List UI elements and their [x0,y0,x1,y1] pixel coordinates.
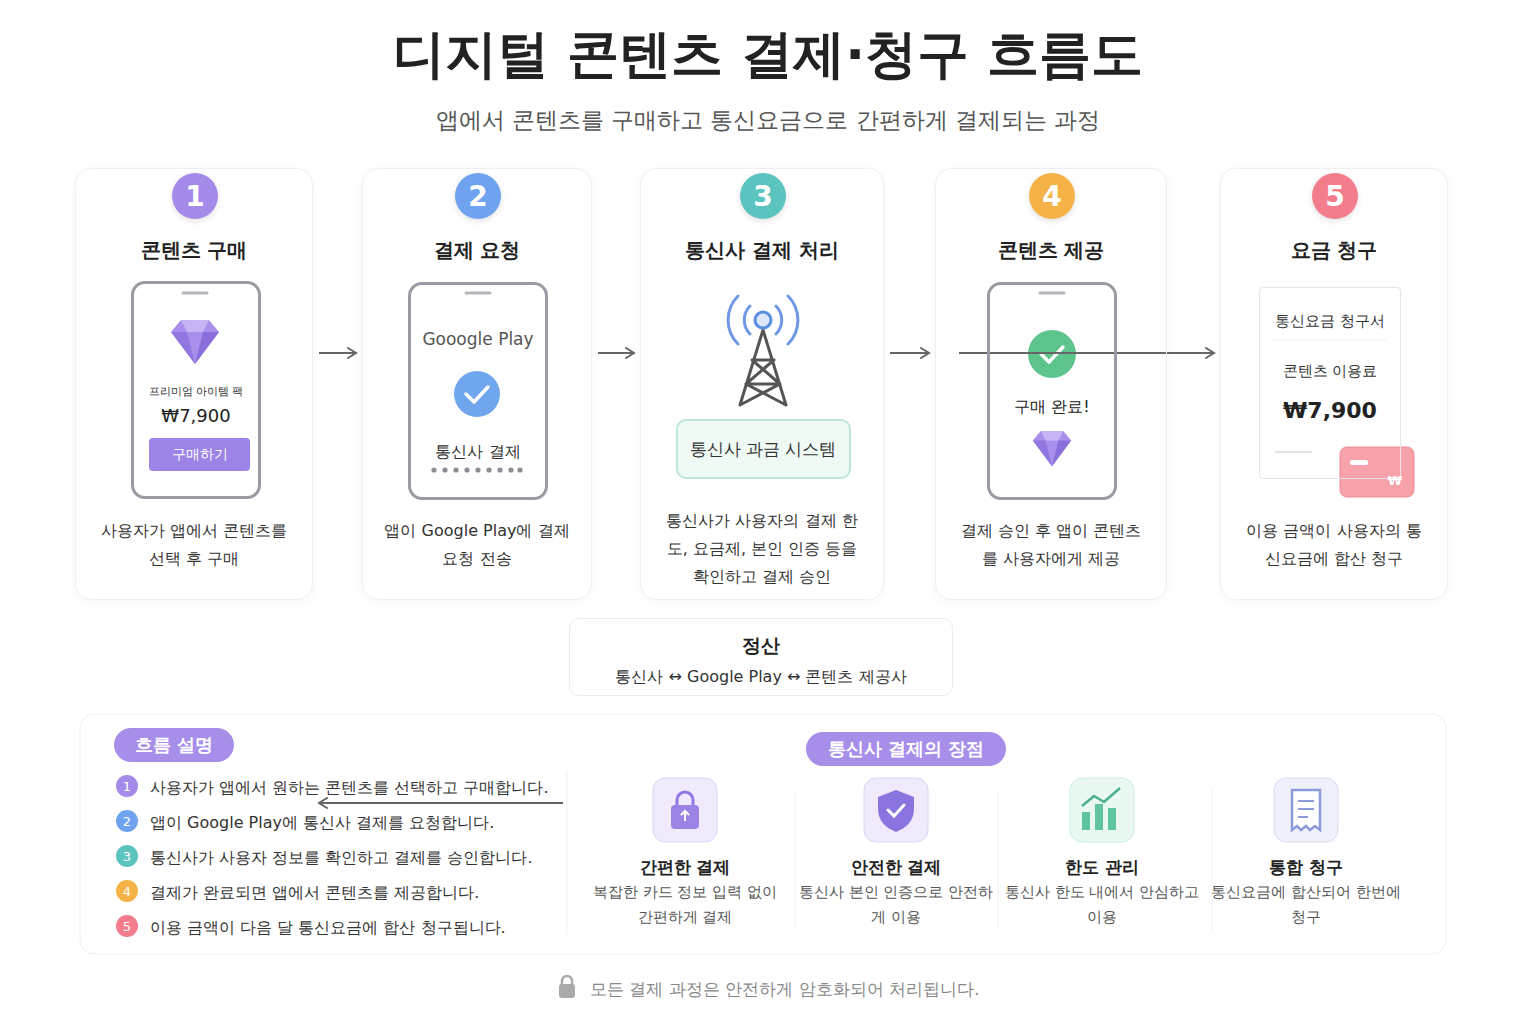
node-text: 정산 [580,629,942,662]
node-text: 1 [185,180,204,213]
flow-arrow [959,352,1214,354]
node-text: 구매하기 [172,446,228,464]
list-number: 2 [116,810,138,832]
benefit-desc: 복잡한 카드 정보 입력 없이 간편하게 결제 [585,880,785,930]
dividers [567,770,1212,935]
flow-step-text: 통신사가 사용자 정보를 확인하고 결제를 승인합니다. [150,845,560,871]
list-number: 1 [116,775,138,797]
subtitle: 앱에서 콘텐츠를 구매하고 통신요금으로 간편하게 결제되는 과정 [0,102,1536,140]
node-text: 통신요금 청구서 [1270,308,1390,334]
phone-notches [183,292,1064,295]
node-text: 결제 요청 [373,233,581,268]
diagram-title: 디지털 콘텐츠 결제·청구 흐름도 [0,20,1536,90]
phone-mockup: 프리미엄 아이템 팩₩7,900 구매하기 [131,281,261,499]
buy-button: 구매하기 [149,438,250,471]
benefit-desc: 통신사 한도 내에서 안심하고 이용 [1002,880,1202,930]
list-number: 3 [116,845,138,867]
node-text: 결제 승인 후 앱이 콘텐츠를 사용자에게 제공 [954,517,1148,573]
node-text: 통신사가 사용자의 결제 한도, 요금제, 본인 인증 등을 확인하고 결제 승… [659,507,865,591]
step-card: 콘텐츠 구매사용자가 앱에서 콘텐츠를 선택 후 구매 1 프리미엄 아이템 팩₩7… [75,168,313,600]
section-pill: 통신사 결제의 장점 [806,732,1006,766]
node-text: ₩7,900 [144,400,248,432]
flow-step-text: 결제가 완료되면 앱에서 콘텐츠를 제공합니다. [150,880,560,906]
flow-arrow [890,352,929,354]
benefit-desc: 통신사 본인 인증으로 안전하게 이용 [796,880,996,930]
benefit-icons [653,778,1338,842]
node-text: 통신사 결제 [421,438,535,466]
list-number: 4 [116,880,138,902]
step-card: 결제 요청앱이 Google Play에 결제 요청 전송 2Gooogle Pl… [362,168,592,600]
node-text: 구매 완료! [1000,393,1104,421]
node-text: 5 [1325,180,1344,213]
flow-arrow [598,352,634,354]
benefit-desc: 통신요금에 합산되어 한번에 청구 [1206,880,1406,930]
benefit-title: 통합 청구 [1206,853,1406,881]
node-text: 통신사 과금 시스템 [690,438,837,461]
node-text: 4 [123,884,131,899]
node-text: 3 [753,180,772,213]
node-text: 흐름 설명 [135,733,213,757]
step-card: 요금 청구이용 금액이 사용자의 통신요금에 합산 청구 5 통신요금 청구서콘텐츠… [1220,168,1448,600]
node-text: 콘텐츠 구매 [86,233,302,268]
node-text: 통신사 결제의 장점 [828,737,985,761]
node-text: 콘텐츠 제공 [946,233,1156,268]
footer-note: 모든 결제 과정은 안전하게 암호화되어 처리됩니다. [590,975,1010,1003]
section-pill: 흐름 설명 [114,728,234,762]
flow-arrow [319,802,563,804]
tower-icon [728,296,798,405]
benefit-title: 안전한 결제 [796,853,996,881]
node-text: 통신사 결제 처리 [651,233,873,268]
step-number: 4 [1029,173,1075,219]
node-text: 사용자가 앱에서 콘텐츠를 선택 후 구매 [94,517,294,573]
node-text: 요금 청구 [1231,233,1437,268]
node-text: 2 [468,180,487,213]
step-number: 5 [1312,173,1358,219]
node-text: 앱이 Google Play에 결제 요청 전송 [381,517,573,573]
flow-arrow [319,352,356,354]
flow-step-text: 이용 금액이 다음 달 통신요금에 합산 청구됩니다. [150,915,560,941]
node-text: 이용 금액이 사용자의 통신요금에 합산 청구 [1239,517,1429,573]
node-text: 통신사 ↔ Google Play ↔ 콘텐츠 제공사 [580,663,942,691]
node-text: 콘텐츠 이용료 [1270,358,1390,384]
node-text: 5 [123,919,131,934]
node-text: 프리미엄 아이템 팩 [144,382,248,401]
node-text: ₩7,900 [1270,392,1390,431]
phone-mockup: 구매 완료! [987,282,1117,500]
step-card: 통신사 결제 처리통신사가 사용자의 결제 한도, 요금제, 본인 인증 등을 … [640,168,884,600]
pin-dots [431,467,522,472]
bill-document: 통신요금 청구서콘텐츠 이용료 ₩7,900 [1259,287,1401,479]
benefit-title: 한도 관리 [1002,853,1202,881]
gem-icon [171,320,219,364]
node-text: Gooogle Play [421,325,535,355]
step-card: 콘텐츠 제공결제 승인 후 앱이 콘텐츠를 사용자에게 제공 4 구매 완료! [935,168,1167,600]
step-number: 2 [455,173,501,219]
currency-mark: ₩ [1380,470,1410,491]
step-number: 1 [172,173,218,219]
gem-icon [1033,431,1071,466]
benefit-title: 간편한 결제 [585,853,785,881]
flow-step-text: 앱이 Google Play에 통신사 결제를 요청합니다. [150,810,560,836]
check-icon [454,371,500,417]
node-text: 3 [123,849,131,864]
billing-system-box: 통신사 과금 시스템 [676,419,851,479]
phone-mockup: Gooogle Play 통신사 결제 [408,282,548,500]
lock-icon [559,976,575,998]
node-text: 2 [123,814,131,829]
flow-step-text: 사용자가 앱에서 원하는 콘텐츠를 선택하고 구매합니다. [150,775,560,801]
bottom-panel [80,714,1446,954]
node-text: 4 [1042,180,1061,213]
step-number: 3 [740,173,786,219]
list-number: 5 [116,915,138,937]
node-text: 1 [123,779,131,794]
settlement-box: 정산통신사 ↔ Google Play ↔ 콘텐츠 제공사 [569,618,953,696]
